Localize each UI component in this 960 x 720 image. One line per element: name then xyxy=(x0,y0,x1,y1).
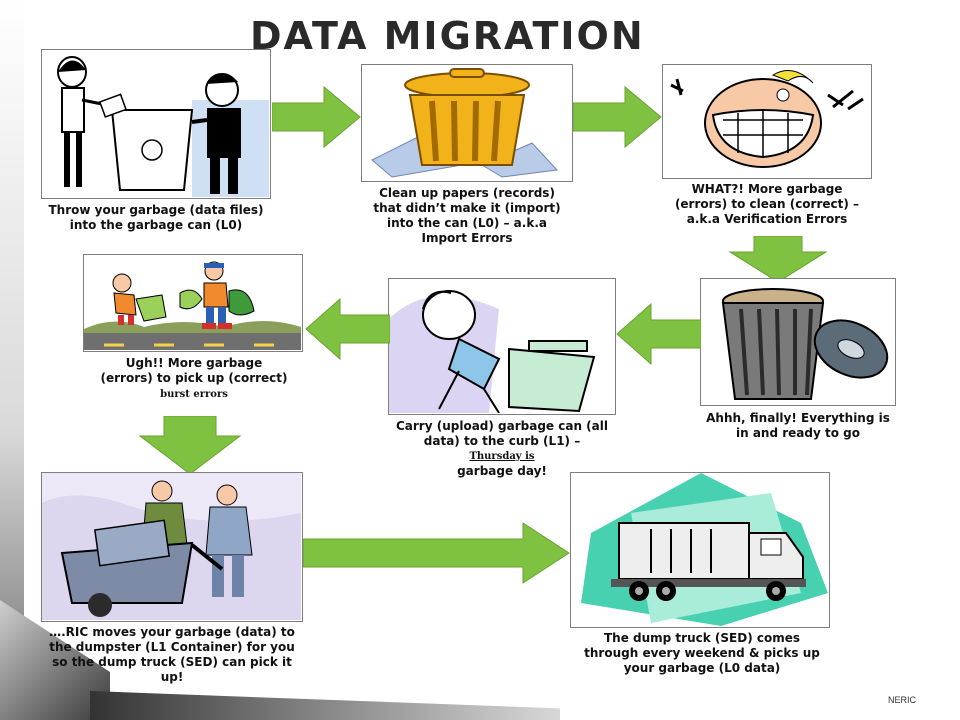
step-1-caption: Throw your garbage (data files) into the… xyxy=(48,203,264,232)
wheelbarrow-illustration xyxy=(42,473,301,620)
trash-can-illustration xyxy=(362,65,571,180)
people-trash-illustration xyxy=(42,50,269,197)
footer-label: NERIC xyxy=(888,695,917,705)
flow-arrow-down-1 xyxy=(728,236,828,284)
slide-title: DATA MIGRATION xyxy=(250,14,645,58)
dump-truck-illustration xyxy=(571,473,828,626)
flow-arrow-down-2 xyxy=(138,416,242,476)
step-1-image xyxy=(41,49,271,199)
step-6-image xyxy=(83,254,303,352)
step-4-caption: Ahhh, finally! Everything is in and read… xyxy=(706,411,890,440)
carry-can-illustration xyxy=(389,279,614,413)
flow-arrow-left-2 xyxy=(304,297,390,361)
step-6-caption: Ugh!! More garbage (errors) to pick up (… xyxy=(100,356,288,402)
step-5-handwritten-note: Thursday is xyxy=(469,451,535,462)
step-8-caption: The dump truck (SED) comes through every… xyxy=(584,631,820,675)
flow-arrow-right-1 xyxy=(272,85,362,149)
step-5-caption-line1: Carry (upload) garbage can (all data) to… xyxy=(395,419,608,448)
step-6-handwritten-note: burst errors xyxy=(160,389,228,400)
step-7-caption: ….RIC moves your garbage (data) to the d… xyxy=(49,625,295,684)
step-3-image xyxy=(662,64,872,179)
step-5-caption: Carry (upload) garbage can (all data) to… xyxy=(390,419,614,479)
kids-cleanup-illustration xyxy=(84,255,301,350)
step-6-caption-text: Ugh!! More garbage (errors) to pick up (… xyxy=(100,356,288,385)
flow-arrow-right-2 xyxy=(573,85,663,149)
angry-face-illustration xyxy=(663,65,870,177)
step-4-image xyxy=(700,278,896,406)
step-7-image xyxy=(41,472,303,622)
flow-arrow-left-1 xyxy=(615,302,701,366)
step-5-caption-line3: garbage day! xyxy=(457,464,547,478)
left-accent-bar xyxy=(0,0,24,720)
flow-arrow-right-3 xyxy=(303,521,571,585)
step-2-caption: Clean up papers (records) that didn’t ma… xyxy=(373,186,561,245)
step-2-image xyxy=(361,64,573,182)
step-3-caption: WHAT?! More garbage (errors) to clean (c… xyxy=(674,182,860,226)
step-5-image xyxy=(388,278,616,415)
step-8-image xyxy=(570,472,830,628)
full-trash-can-illustration xyxy=(701,279,894,404)
